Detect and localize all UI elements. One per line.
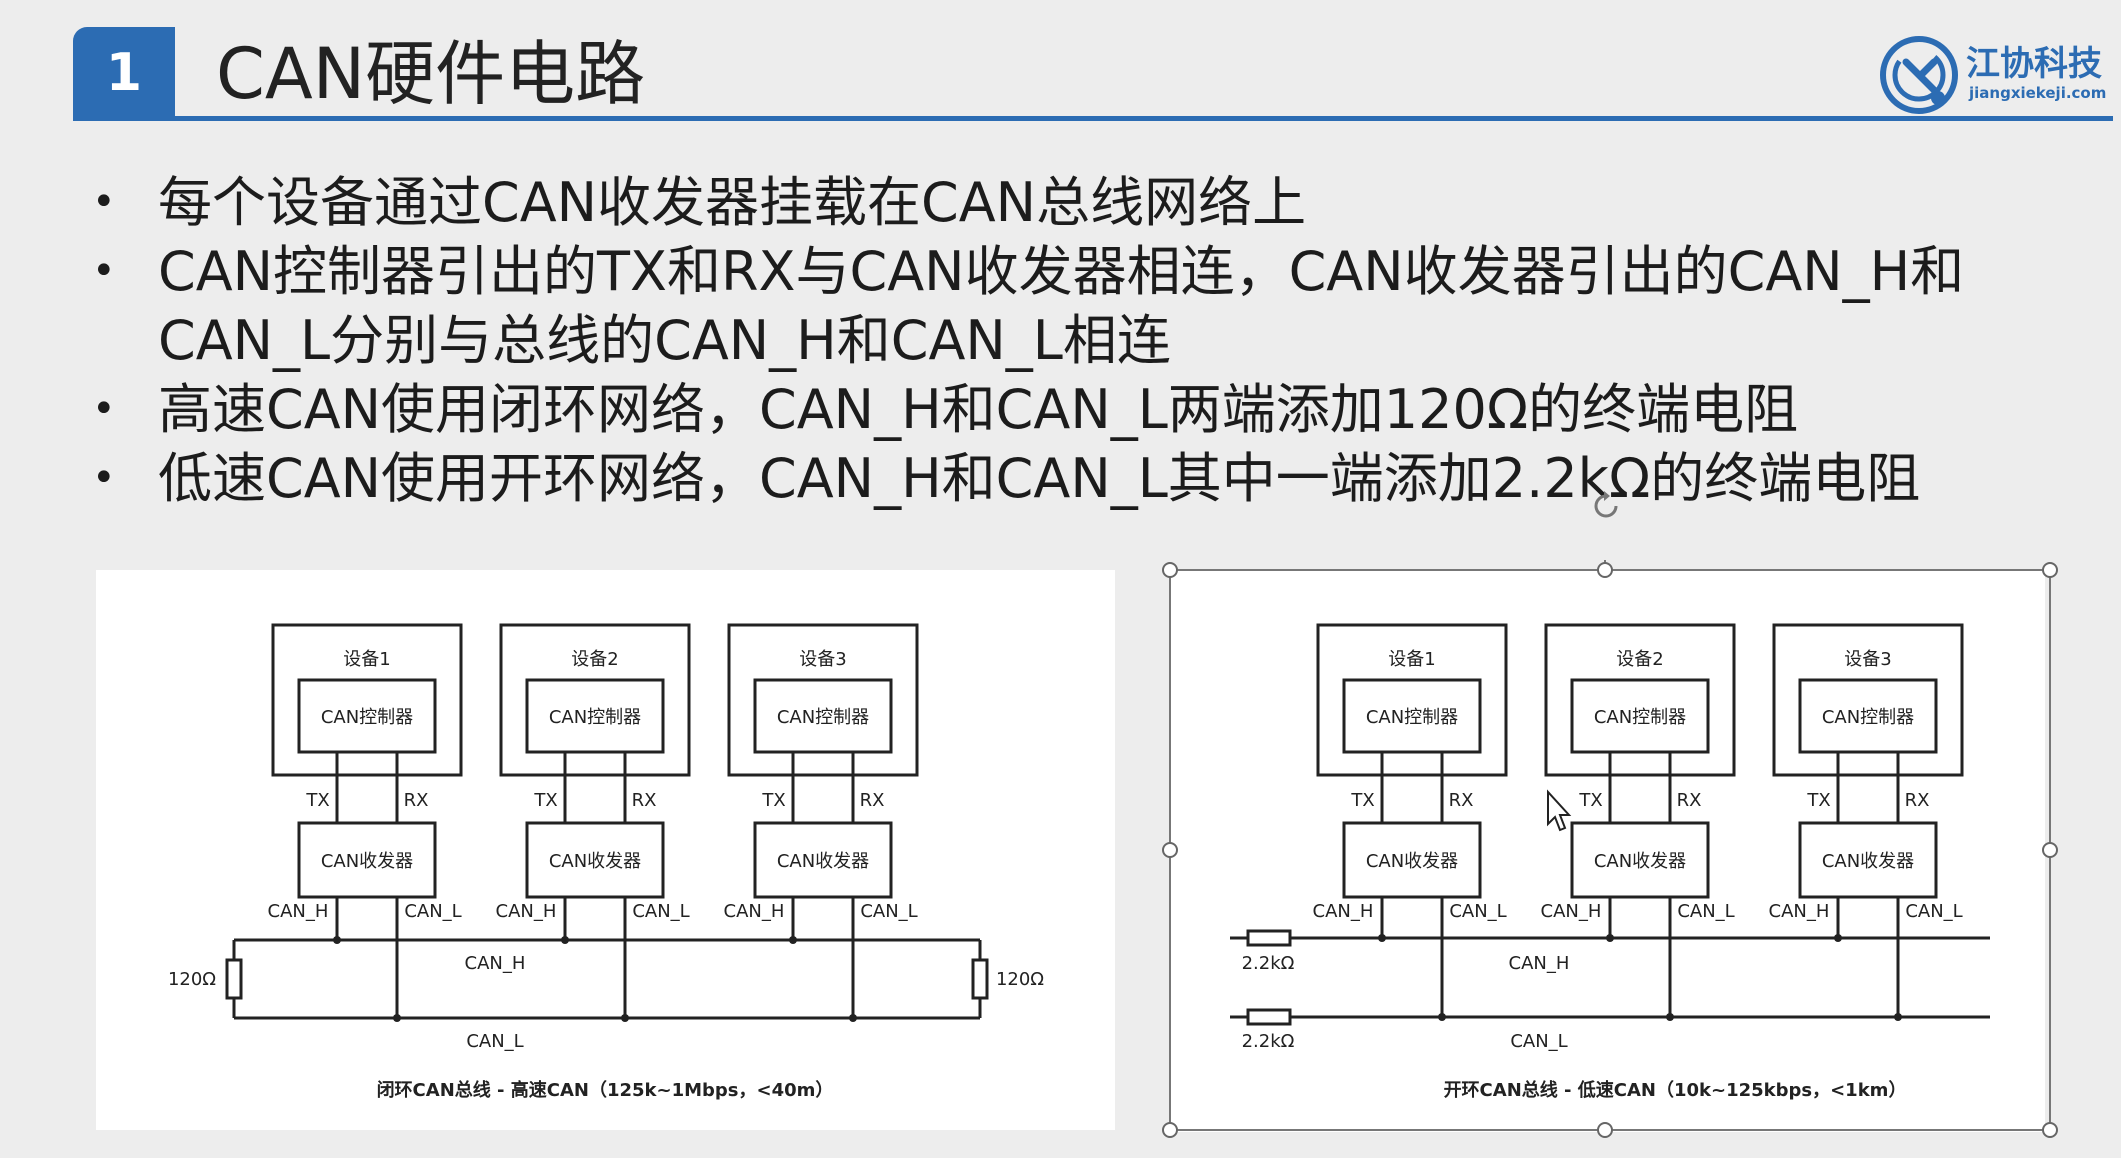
device-label: 设备3: [799, 649, 846, 670]
bullet-item: • 每个设备通过CAN收发器挂载在CAN总线网络上: [88, 168, 2068, 237]
logo-text: 江协科技: [1966, 44, 2102, 84]
pin-h-label: CAN_H: [724, 901, 785, 922]
transceiver-box: [753, 821, 893, 899]
transceiver-label: CAN收发器: [1366, 851, 1458, 872]
resistor-icon: [1246, 929, 1292, 947]
bullet-item: • 低速CAN使用开环网络，CAN_H和CAN_L其中一端添加2.2kΩ的终端电阻: [88, 444, 2068, 513]
resistor-label: 2.2kΩ: [1242, 953, 1295, 974]
device-box: [271, 623, 463, 777]
controller-box: [753, 678, 893, 754]
rotate-handle-icon[interactable]: [1586, 486, 1626, 526]
closed-loop-svg: 设备1 CAN控制器 CAN收发器 设备2 CAN控制器 CAN收发器 设备3 …: [168, 623, 1044, 1101]
bus-l-label: CAN_L: [466, 1031, 523, 1052]
resistor-label: 120Ω: [996, 969, 1044, 990]
resistor-icon: [971, 958, 989, 1000]
resistor-icon: [225, 958, 243, 1000]
resize-handle-icon[interactable]: [2042, 562, 2058, 578]
title-underline: [73, 116, 2113, 121]
controller-label: CAN控制器: [777, 707, 869, 728]
controller-box: [525, 678, 665, 754]
pin-l-label: CAN_L: [860, 901, 917, 922]
pin-l-label: CAN_L: [632, 901, 689, 922]
transceiver-label: CAN收发器: [321, 851, 413, 872]
rx-label: RX: [1677, 790, 1702, 811]
bus-h-label: CAN_H: [1509, 953, 1570, 974]
logo: 江协科技 jiangxiekeji.com: [1876, 30, 2106, 120]
resistor-icon: [1246, 1008, 1292, 1026]
device-label: 设备3: [1844, 649, 1891, 670]
device-label: 设备1: [1388, 649, 1435, 670]
open-loop-svg: 设备1 CAN控制器 CAN收发器 设备2 CAN控制器 CAN收发器 设备3 …: [1230, 623, 1990, 1101]
pin-l-label: CAN_L: [1449, 901, 1506, 922]
closed-loop-diagram[interactable]: 设备1 CAN控制器 CAN收发器 设备2 CAN控制器 CAN收发器 设备3 …: [96, 570, 1115, 1130]
rx-label: RX: [1905, 790, 1930, 811]
bullet-dot-icon: •: [92, 386, 116, 432]
bus-l-label: CAN_L: [1510, 1031, 1567, 1052]
pin-l-label: CAN_L: [1677, 901, 1734, 922]
bullet-text: CAN控制器引出的TX和RX与CAN收发器相连，CAN收发器引出的CAN_H和C…: [158, 240, 1965, 372]
device-box: [727, 623, 919, 777]
bullet-list: • 每个设备通过CAN收发器挂载在CAN总线网络上 • CAN控制器引出的TX和RX…: [88, 168, 2068, 513]
bullet-dot-icon: •: [92, 455, 116, 501]
diagram-caption: 开环CAN总线 - 低速CAN（10k~125kbps，<1km）: [1444, 1079, 1907, 1101]
open-loop-diagram[interactable]: 设备1 CAN控制器 CAN收发器 设备2 CAN控制器 CAN收发器 设备3 …: [1170, 570, 2045, 1132]
bullet-text: 低速CAN使用开环网络，CAN_H和CAN_L其中一端添加2.2kΩ的终端电阻: [158, 447, 1921, 510]
rx-label: RX: [1449, 790, 1474, 811]
pin-h-label: CAN_H: [496, 901, 557, 922]
bullet-dot-icon: •: [92, 179, 116, 225]
move-cursor-icon: [1547, 789, 1572, 832]
resistor-label: 2.2kΩ: [1242, 1031, 1295, 1052]
controller-label: CAN控制器: [549, 707, 641, 728]
bullet-text: 高速CAN使用闭环网络，CAN_H和CAN_L两端添加120Ω的终端电阻: [158, 378, 1799, 441]
bullet-text: 每个设备通过CAN收发器挂载在CAN总线网络上: [158, 171, 1307, 234]
controller-label: CAN控制器: [1822, 707, 1914, 728]
pin-h-label: CAN_H: [1541, 901, 1602, 922]
bullet-item: • CAN控制器引出的TX和RX与CAN收发器相连，CAN收发器引出的CAN_H和…: [88, 237, 2068, 375]
resize-handle-icon[interactable]: [2042, 842, 2058, 858]
pin-l-label: CAN_L: [1905, 901, 1962, 922]
bullet-item: • 高速CAN使用闭环网络，CAN_H和CAN_L两端添加120Ω的终端电阻: [88, 375, 2068, 444]
tx-label: TX: [1806, 790, 1830, 811]
transceiver-box: [297, 821, 437, 899]
pin-l-label: CAN_L: [404, 901, 461, 922]
device-label: 设备2: [571, 649, 618, 670]
bus-h-label: CAN_H: [465, 953, 526, 974]
logo-icon: [1880, 36, 1958, 114]
controller-label: CAN控制器: [1594, 707, 1686, 728]
pin-h-label: CAN_H: [268, 901, 329, 922]
resistor-label: 120Ω: [168, 969, 216, 990]
controller-label: CAN控制器: [1366, 707, 1458, 728]
tx-label: TX: [1350, 790, 1374, 811]
transceiver-label: CAN收发器: [1594, 851, 1686, 872]
device-label: 设备2: [1616, 649, 1663, 670]
tx-label: TX: [305, 790, 329, 811]
rx-label: RX: [632, 790, 657, 811]
rx-label: RX: [404, 790, 429, 811]
rx-label: RX: [860, 790, 885, 811]
pin-h-label: CAN_H: [1769, 901, 1830, 922]
controller-box: [297, 678, 437, 754]
diagram-caption: 闭环CAN总线 - 高速CAN（125k~1Mbps，<40m）: [377, 1079, 834, 1101]
pin-h-label: CAN_H: [1313, 901, 1374, 922]
device-box: [499, 623, 691, 777]
transceiver-label: CAN收发器: [549, 851, 641, 872]
logo-url: jiangxiekeji.com: [1969, 84, 2107, 102]
section-number: 1: [73, 27, 175, 119]
slide-title: CAN硬件电路: [216, 33, 646, 115]
tx-label: TX: [533, 790, 557, 811]
controller-label: CAN控制器: [321, 707, 413, 728]
tx-label: TX: [1578, 790, 1602, 811]
device-label: 设备1: [343, 649, 390, 670]
transceiver-label: CAN收发器: [777, 851, 869, 872]
transceiver-label: CAN收发器: [1822, 851, 1914, 872]
transceiver-box: [525, 821, 665, 899]
tx-label: TX: [761, 790, 785, 811]
bullet-dot-icon: •: [92, 248, 116, 294]
resize-handle-icon[interactable]: [2042, 1122, 2058, 1138]
